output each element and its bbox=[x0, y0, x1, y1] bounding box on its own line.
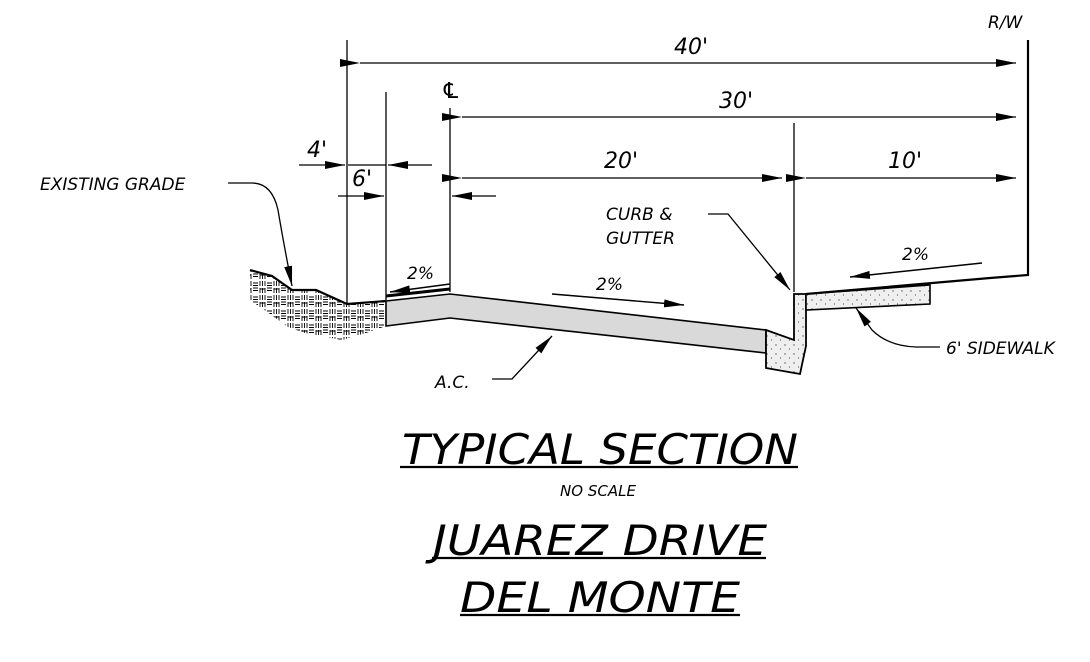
dim-6-label: 6' bbox=[352, 167, 372, 192]
ac-pavement bbox=[385, 293, 767, 354]
scale-note: NO SCALE bbox=[560, 482, 636, 500]
slope-road-label: 2% bbox=[596, 275, 623, 295]
title-place-name: DEL MONTE bbox=[460, 573, 741, 622]
sidewalk-leader bbox=[855, 307, 940, 348]
slope-left-label: 2% bbox=[407, 264, 434, 284]
curb-leader bbox=[708, 213, 791, 291]
rw-label: R/W bbox=[988, 13, 1024, 33]
slope-arrow-road bbox=[551, 293, 685, 308]
sidewalk-label: 6' SIDEWALK bbox=[946, 339, 1057, 359]
sidewalk-slab bbox=[805, 284, 931, 311]
existing-grade-leader bbox=[228, 182, 293, 287]
dim-4-label: 4' bbox=[307, 138, 327, 163]
title-road-name: JUAREZ DRIVE bbox=[425, 516, 767, 565]
ac-label: A.C. bbox=[434, 373, 470, 393]
existing-grade bbox=[249, 268, 387, 340]
dim-40-label: 40' bbox=[674, 35, 708, 60]
curb-gutter-label-line2: GUTTER bbox=[606, 229, 675, 249]
existing-grade-label: EXISTING GRADE bbox=[40, 175, 186, 195]
centerline-symbol: ℄ bbox=[441, 79, 461, 104]
shoulder-surface bbox=[385, 287, 451, 298]
slope-sidewalk-label: 2% bbox=[902, 245, 929, 265]
curb-gutter-label-line1: CURB & bbox=[606, 205, 672, 225]
title-typical-section: TYPICAL SECTION bbox=[402, 425, 798, 474]
ac-leader bbox=[492, 335, 553, 380]
slope-arrow-sidewalk bbox=[849, 262, 983, 279]
dimension-lines bbox=[299, 59, 1016, 200]
back-of-walk bbox=[805, 40, 1030, 296]
curb-gutter bbox=[765, 293, 807, 376]
slope-arrow-left bbox=[389, 283, 451, 294]
dim-10-label: 10' bbox=[888, 149, 922, 174]
dim-30-label: 30' bbox=[719, 89, 753, 114]
dim-20-label: 20' bbox=[604, 149, 638, 174]
